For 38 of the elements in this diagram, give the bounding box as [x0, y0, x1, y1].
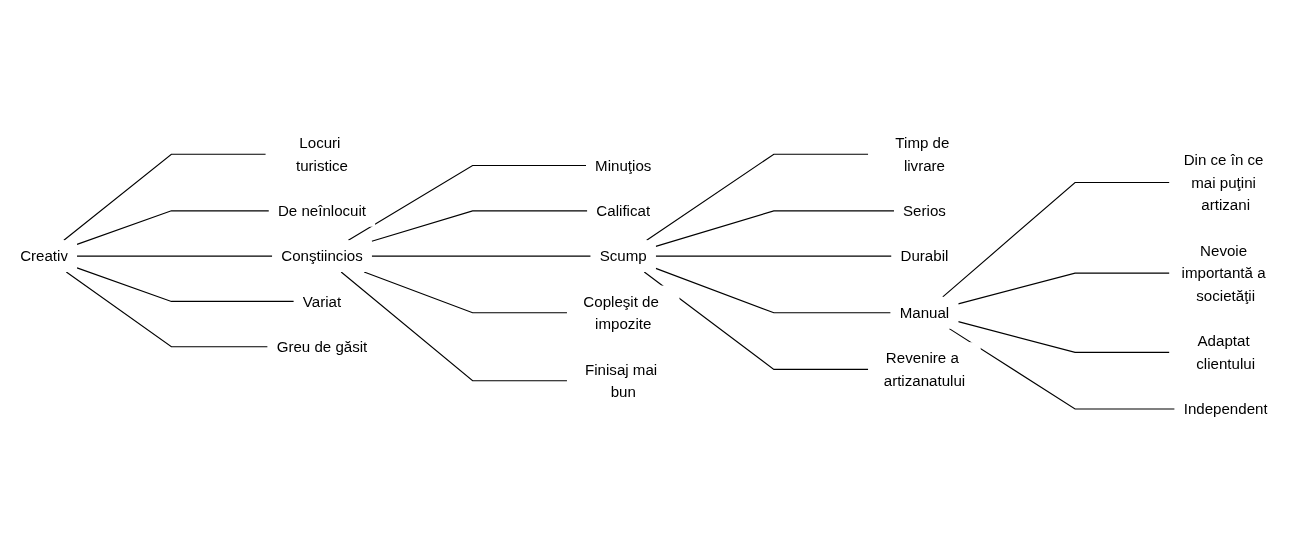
node-text: Variat: [302, 293, 342, 310]
node-text: Scump: [599, 247, 647, 265]
connector: [646, 153, 869, 241]
connector: [363, 271, 568, 314]
connector: [76, 210, 270, 245]
connector: [76, 267, 295, 303]
node-text: Durabil: [900, 247, 949, 265]
connector: [340, 271, 568, 382]
node-text: Serios: [903, 202, 946, 220]
node-text: Nevoie importantă a societăţii: [1181, 242, 1266, 305]
node-text: Manual: [899, 304, 950, 322]
connector: [76, 255, 273, 257]
node-text: Creativ: [20, 247, 68, 265]
node-text: Finisaj mai bun: [585, 361, 658, 401]
node-text: Revenire a artizanatului: [883, 349, 966, 390]
connector: [371, 210, 588, 242]
node-text: Adaptat clientului: [1196, 332, 1256, 373]
node-text: Timp de livrare: [895, 134, 950, 174]
connector: [655, 267, 892, 314]
connector: [948, 328, 1176, 410]
node-text: Minuţios: [595, 157, 652, 174]
node-text: Calificat: [596, 202, 651, 220]
connector: [63, 153, 267, 241]
connector: [643, 271, 869, 370]
node-text: Independent: [1183, 400, 1268, 418]
connector: [942, 182, 1170, 298]
node-text: Din ce în ce mai puţini artizani: [1183, 151, 1264, 214]
connector: [347, 165, 587, 241]
connector: [957, 321, 1170, 353]
connector: [371, 255, 592, 257]
node-text: De neînlocuit: [277, 202, 367, 220]
connector: [655, 210, 895, 247]
node-text: Conştiincios: [281, 247, 363, 265]
node-text: Locuri turistice: [295, 134, 349, 174]
connector: [957, 272, 1170, 305]
connector: [655, 255, 893, 257]
connector: [65, 271, 269, 348]
node-text: Greu de găsit: [276, 338, 368, 356]
